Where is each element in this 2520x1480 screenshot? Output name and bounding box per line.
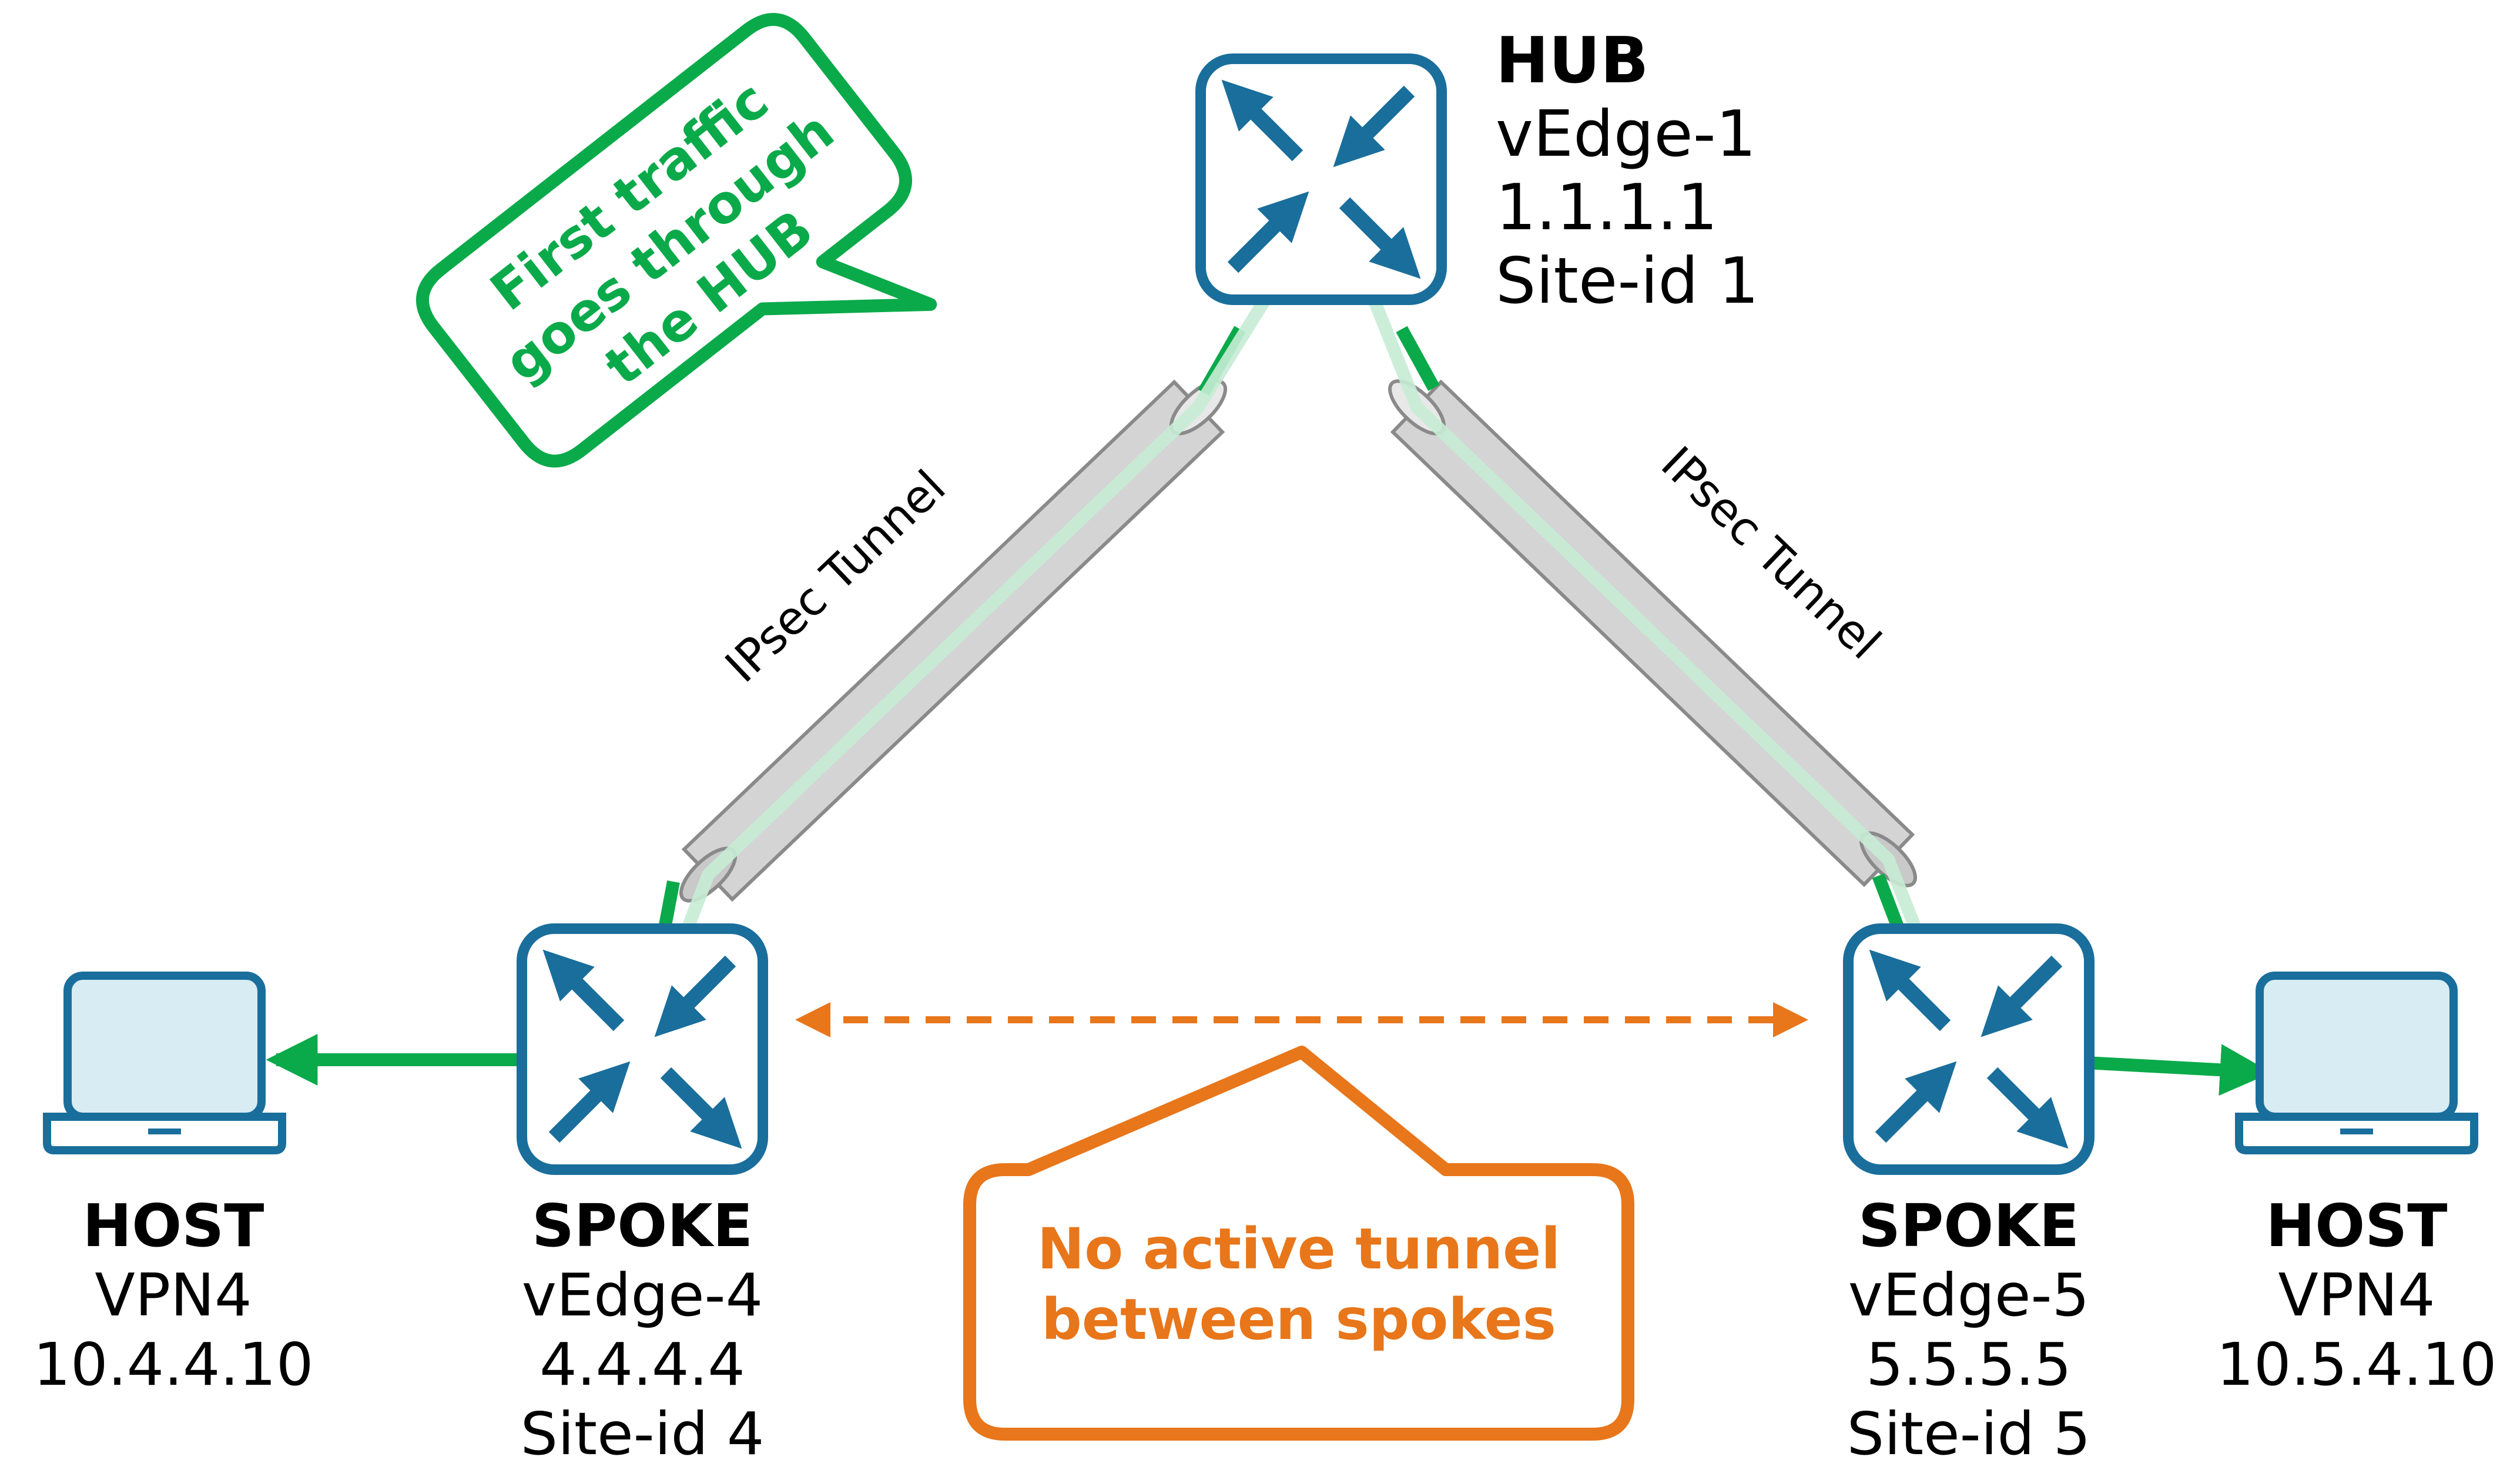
laptop-icon bbox=[47, 976, 282, 1150]
hub-site: Site-id 1 bbox=[1496, 245, 1759, 318]
spoke-right-ip: 5.5.5.5 bbox=[1866, 1330, 2072, 1399]
spoke-right-site: Site-id 5 bbox=[1847, 1399, 2091, 1468]
hub-ip: 1.1.1.1 bbox=[1496, 171, 1718, 245]
spoke-left-name: vEdge-4 bbox=[522, 1261, 763, 1330]
host-right-vpn: VPN4 bbox=[2278, 1261, 2435, 1330]
laptop-icon bbox=[2239, 976, 2474, 1150]
spoke-right-name: vEdge-5 bbox=[1848, 1261, 2090, 1330]
callout-orange-line2: between spokes bbox=[1041, 1287, 1556, 1352]
host-left-role: HOST bbox=[83, 1191, 264, 1260]
spoke-right-role: SPOKE bbox=[1858, 1191, 2079, 1260]
hub-label: HUB vEdge-1 1.1.1.1 Site-id 1 bbox=[1496, 24, 1759, 318]
router-icon bbox=[1201, 59, 1442, 300]
host-right-role: HOST bbox=[2266, 1191, 2448, 1260]
hub-name: vEdge-1 bbox=[1496, 98, 1756, 171]
host-left-vpn: VPN4 bbox=[95, 1261, 252, 1330]
spoke-left-site: Site-id 4 bbox=[521, 1399, 765, 1468]
hub-traffic-callout: First traffic goes through the HUB bbox=[415, 13, 937, 468]
router-icon bbox=[522, 929, 763, 1170]
spoke-left-ip: 4.4.4.4 bbox=[539, 1330, 745, 1399]
host-right-ip: 10.5.4.10 bbox=[2216, 1330, 2496, 1399]
host-right-label: HOST VPN4 10.5.4.10 bbox=[2216, 1191, 2496, 1399]
spoke-left-role: SPOKE bbox=[532, 1191, 753, 1260]
no-tunnel-callout: No active tunnel between spokes bbox=[963, 1046, 1634, 1441]
traffic-arrow-to-right-host bbox=[2086, 1044, 2272, 1096]
hub-role: HUB bbox=[1496, 24, 1648, 98]
host-left-ip: 10.4.4.10 bbox=[33, 1330, 313, 1399]
router-icon bbox=[1848, 929, 2089, 1170]
host-left-label: HOST VPN4 10.4.4.10 bbox=[33, 1191, 313, 1399]
callout-orange-line1: No active tunnel bbox=[1037, 1216, 1560, 1282]
spoke-left-label: SPOKE vEdge-4 4.4.4.4 Site-id 4 bbox=[521, 1191, 765, 1468]
spoke-right-label: SPOKE vEdge-5 5.5.5.5 Site-id 5 bbox=[1847, 1191, 2091, 1468]
